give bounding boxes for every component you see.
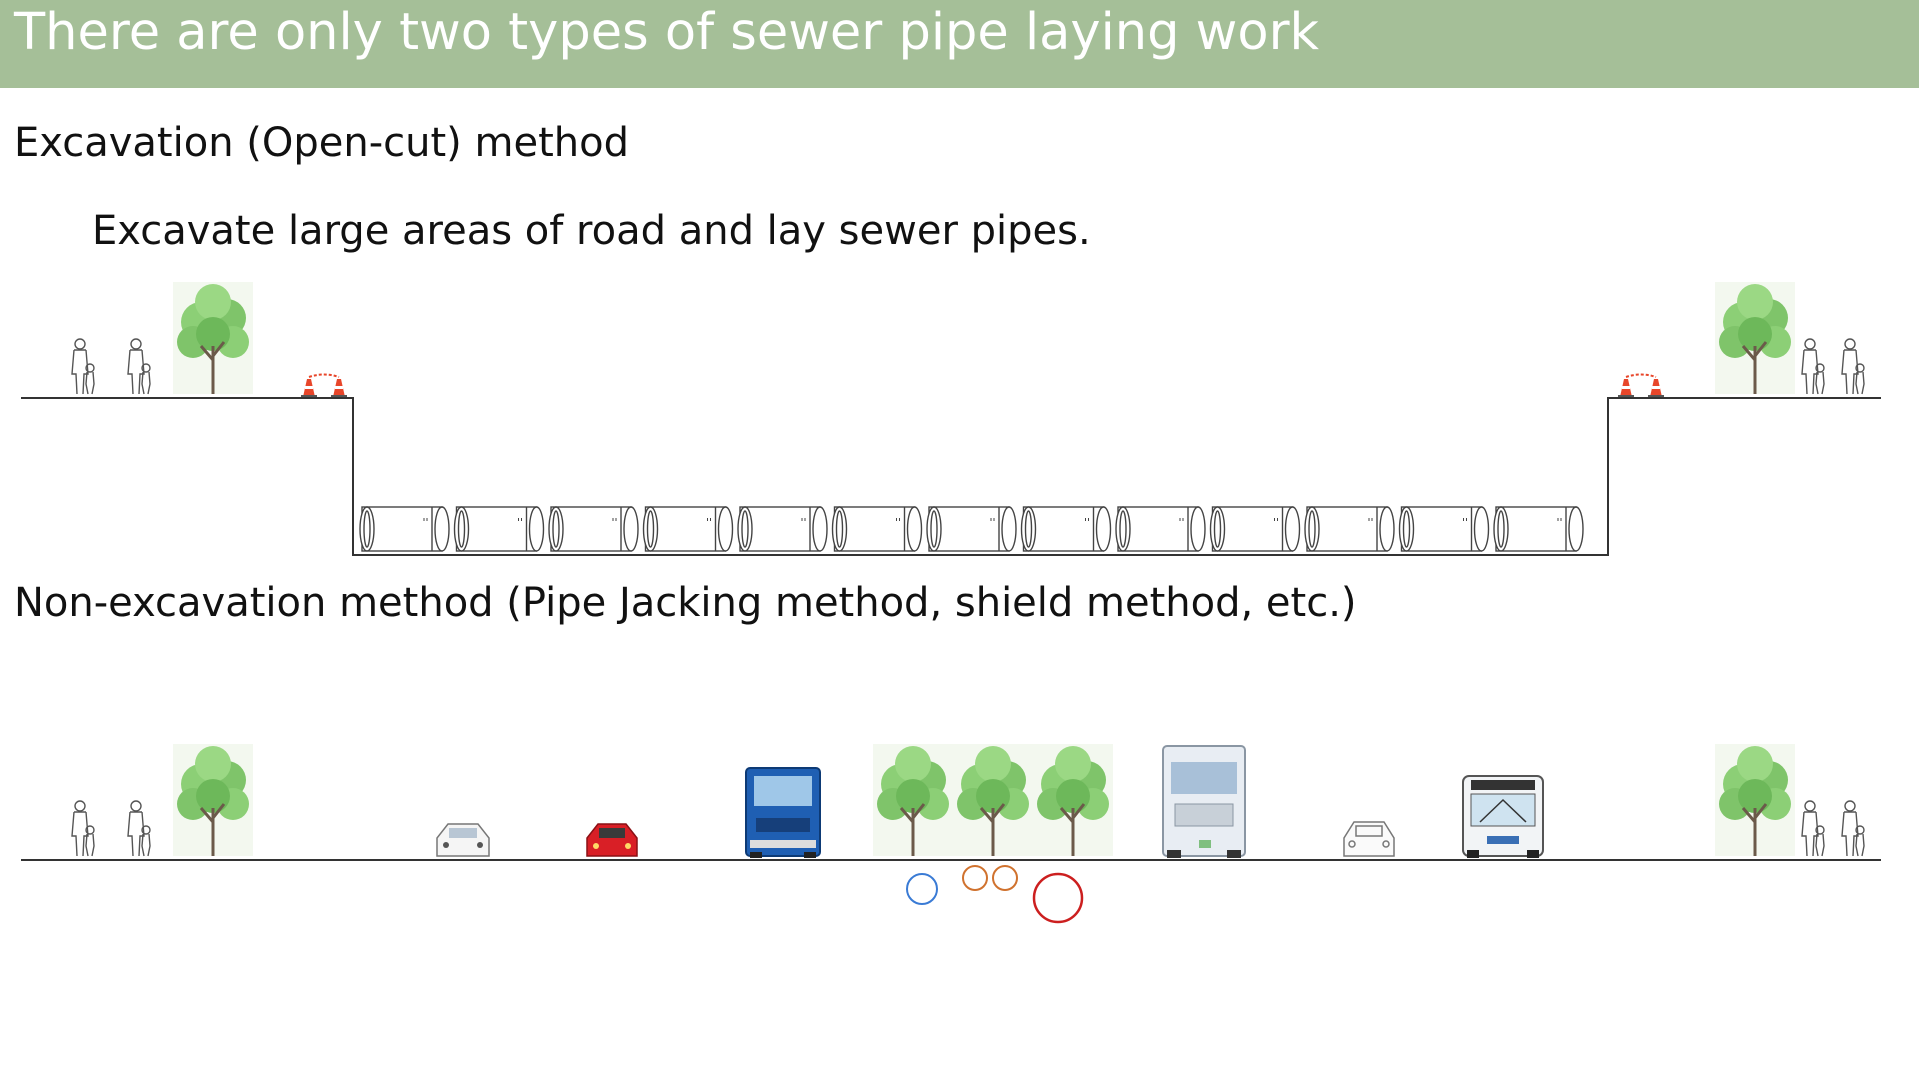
tree-icon <box>1713 742 1797 858</box>
pedestrian-icon <box>71 338 95 395</box>
tree-icon <box>1713 280 1797 396</box>
sewer-pipe-segment <box>359 506 450 552</box>
pedestrian-icon <box>127 338 151 395</box>
red-car-icon <box>586 823 638 857</box>
excavation-ground-line <box>21 397 1881 556</box>
pedestrian-icon <box>71 800 95 857</box>
sewer-pipe-segment <box>1209 506 1301 552</box>
underground-pipe-orange <box>962 865 988 891</box>
sewer-pipe-segment <box>642 506 734 552</box>
excavation-method-description: Excavate large areas of road and lay sew… <box>92 208 1091 254</box>
tree-icon <box>171 280 255 396</box>
sewer-pipe-segment <box>737 506 828 552</box>
sewer-pipe-segment <box>831 506 923 552</box>
excavation-cross-section <box>21 280 1881 556</box>
underground-pipe-red <box>1032 872 1084 924</box>
white-truck-icon <box>1162 745 1246 858</box>
sewer-pipe-segment <box>1398 506 1490 552</box>
tree-icon <box>951 742 1035 858</box>
tree-icon <box>171 742 255 858</box>
pedestrian-icon <box>127 800 151 857</box>
underground-pipe-orange <box>992 865 1018 891</box>
outline-car-icon <box>1343 821 1395 857</box>
sewer-pipe-segment <box>1493 506 1584 552</box>
white-car-icon <box>436 823 490 857</box>
tree-icon <box>1031 742 1115 858</box>
non-excavation-cross-section <box>21 742 1881 924</box>
sewer-pipe-segment <box>453 506 545 552</box>
bus-icon <box>1462 775 1544 858</box>
pedestrian-icon <box>1841 800 1865 857</box>
sewer-pipe-row <box>359 506 1584 552</box>
pedestrian-icon <box>1801 338 1825 395</box>
sewer-pipe-segment <box>1020 506 1112 552</box>
pedestrian-icon <box>1841 338 1865 395</box>
underground-pipe-blue <box>906 873 938 905</box>
sewer-pipe-segment <box>548 506 639 552</box>
sewer-pipe-segment <box>1115 506 1206 552</box>
tree-icon <box>871 742 955 858</box>
non-excavation-method-heading: Non-excavation method (Pipe Jacking meth… <box>14 580 1357 626</box>
excavation-method-heading: Excavation (Open-cut) method <box>14 120 629 166</box>
blue-truck-icon <box>745 767 821 858</box>
sewer-pipe-segment <box>926 506 1017 552</box>
sewer-pipe-segment <box>1304 506 1395 552</box>
traffic-cone-icon <box>1618 373 1664 397</box>
pedestrian-icon <box>1801 800 1825 857</box>
title-banner: There are only two types of sewer pipe l… <box>0 0 1919 88</box>
page-title: There are only two types of sewer pipe l… <box>14 3 1320 62</box>
traffic-cone-icon <box>301 373 347 397</box>
